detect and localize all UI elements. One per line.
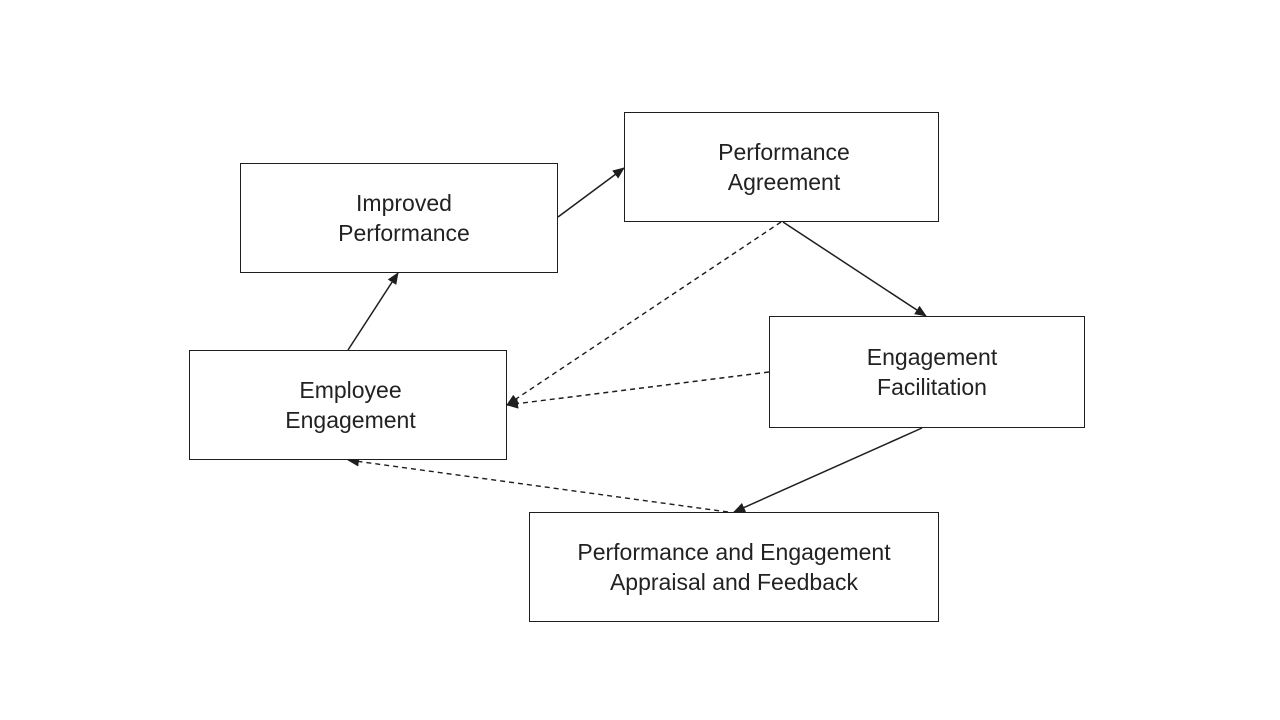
arrow-agreement-to-facilitation	[782, 221, 927, 317]
employee-engagement-box: Employee Engagement	[189, 350, 507, 460]
arrow-improved-to-agreement	[557, 167, 625, 218]
performance-agreement-line2: Agreement	[727, 169, 841, 195]
appraisal-feedback-box: Performance and Engagement Appraisal and…	[529, 512, 939, 622]
dashed-arrow-facilitation-to-employee	[506, 371, 770, 409]
dashed-arrow-agreement-to-employee	[506, 221, 782, 406]
engagement-facilitation-box: Engagement Facilitation	[769, 316, 1085, 428]
improved-performance-box: Improved Performance	[240, 163, 558, 273]
engagement-facilitation-line1: Engagement	[866, 344, 998, 370]
appraisal-feedback-line1: Performance and Engagement	[577, 539, 891, 565]
performance-agreement-line1: Performance	[718, 139, 850, 165]
employee-engagement-line2: Engagement	[285, 407, 416, 433]
dashed-arrow-appraisal-to-employee	[347, 456, 729, 513]
employee-engagement-line1: Employee	[299, 377, 402, 403]
performance-agreement-box: Performance Agreement	[624, 112, 939, 222]
appraisal-feedback-line2: Appraisal and Feedback	[609, 569, 859, 595]
arrow-employee-to-improved	[347, 272, 399, 351]
arrow-facilitation-to-appraisal	[733, 427, 923, 513]
improved-performance-line1: Improved	[356, 190, 452, 216]
improved-performance-line2: Performance	[338, 220, 470, 246]
engagement-facilitation-line2: Facilitation	[877, 374, 987, 400]
